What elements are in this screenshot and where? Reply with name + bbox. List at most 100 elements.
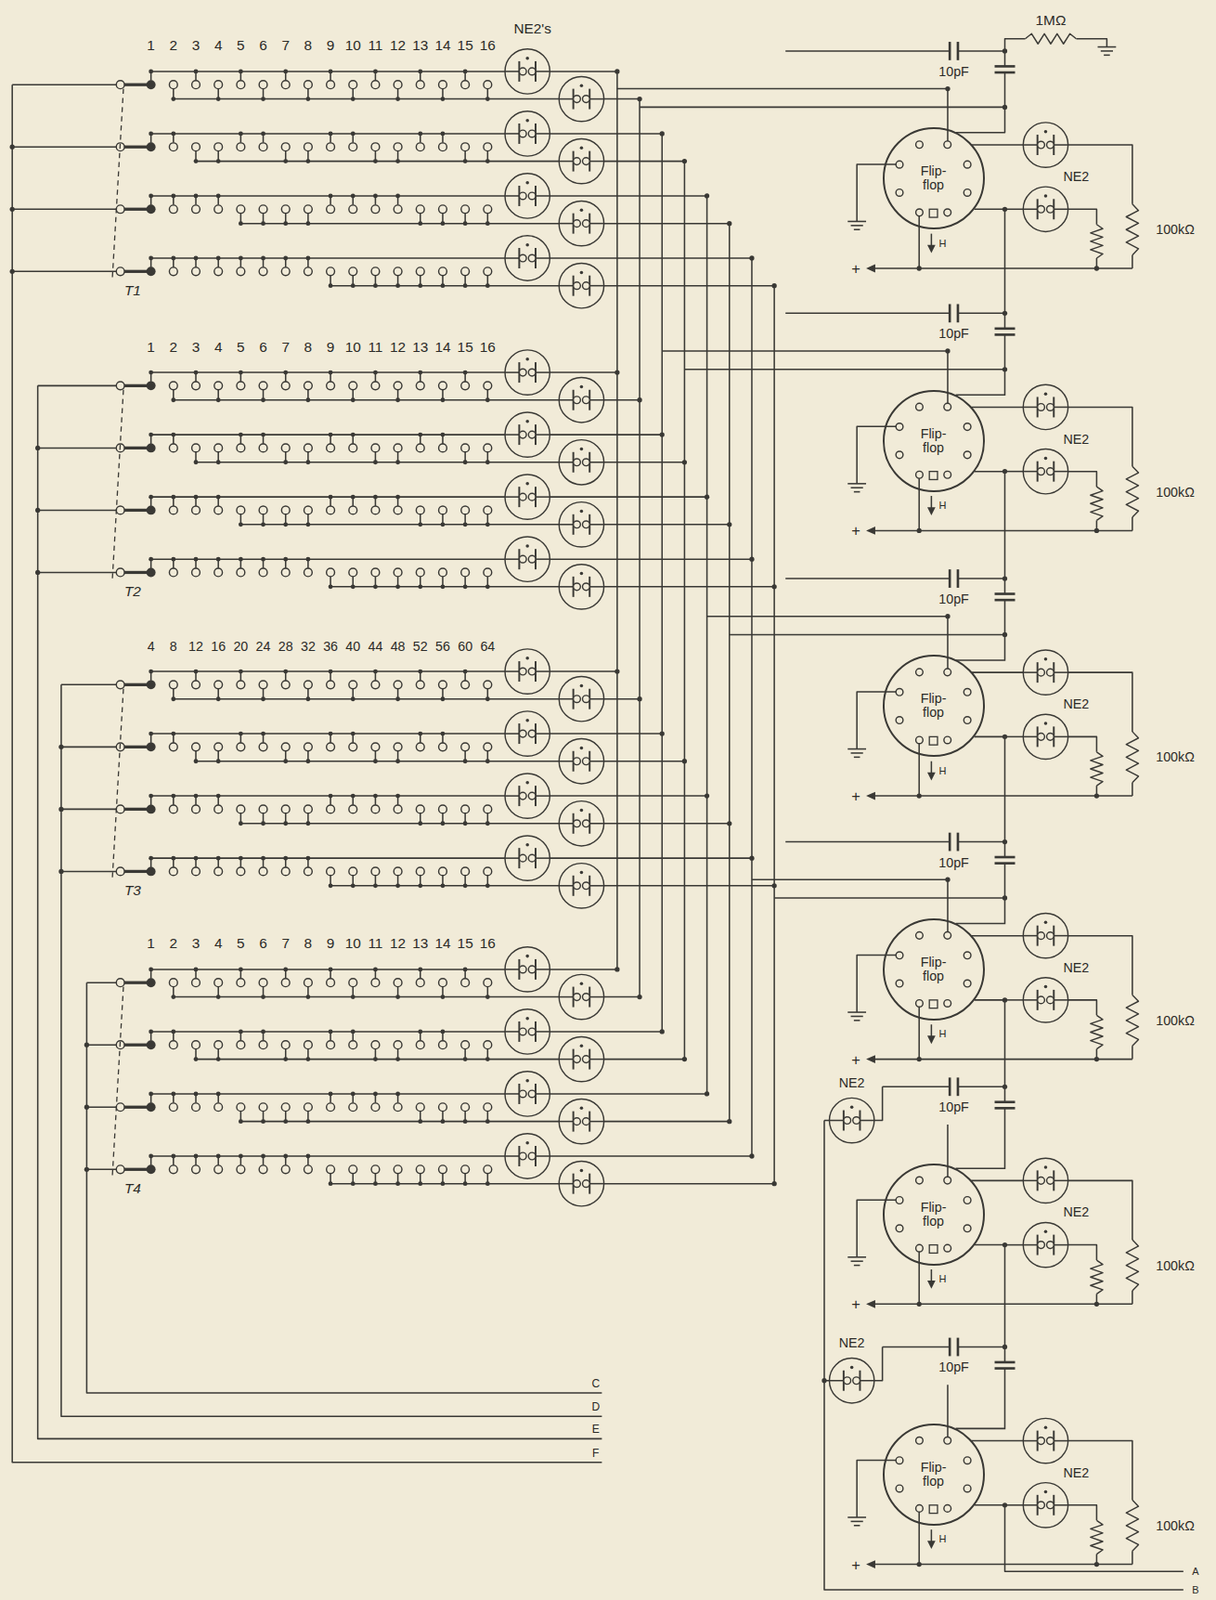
neon-lamp <box>504 412 550 457</box>
contact <box>281 1102 290 1112</box>
lamp-lead <box>1022 934 1037 937</box>
switch-name: T2 <box>124 584 142 599</box>
contact <box>326 267 336 276</box>
position-number: 3 <box>192 38 201 53</box>
contact <box>371 381 380 390</box>
wire <box>86 1105 117 1108</box>
lamp-electrode <box>518 1089 527 1098</box>
capacitor-symbol <box>957 832 960 852</box>
valve-label: Flip- flop <box>920 691 947 720</box>
junction-dot <box>1044 129 1048 134</box>
contact <box>461 804 470 814</box>
resistor-symbol <box>1024 33 1076 44</box>
capacitor-symbol <box>948 1337 952 1357</box>
contact <box>326 804 336 814</box>
contact <box>415 205 425 214</box>
resistor-symbol <box>1125 994 1139 1046</box>
capacitor-symbol <box>995 64 1016 68</box>
wire <box>1131 1290 1134 1304</box>
contact <box>439 443 448 453</box>
neon-lamp <box>1022 912 1068 958</box>
wire <box>549 371 618 374</box>
lamp-lead <box>504 794 519 797</box>
capacitor-symbol <box>995 598 1016 602</box>
contact <box>415 742 425 751</box>
wire <box>1131 517 1134 531</box>
junction-dot <box>373 882 378 888</box>
capacitor-symbol <box>948 569 952 588</box>
junction-dot <box>10 206 15 212</box>
junction-dot <box>580 509 584 514</box>
junction-dot <box>148 731 154 737</box>
lamp-lead <box>1053 1243 1068 1246</box>
junction-dot <box>283 855 288 861</box>
valve-label: Flip- flop <box>920 164 947 193</box>
wire <box>856 426 900 484</box>
contact <box>371 142 380 152</box>
switch-arm <box>123 1105 149 1109</box>
wire <box>824 1120 1184 1590</box>
lamp-electrode <box>853 1116 861 1125</box>
lamp-lead <box>1022 671 1037 673</box>
junction-dot <box>373 459 378 465</box>
junction-dot <box>260 220 266 226</box>
junction-dot <box>417 432 423 438</box>
contact <box>393 443 402 453</box>
lamp-lead <box>1053 934 1068 937</box>
valve-pin <box>963 1484 971 1492</box>
contact <box>461 568 470 577</box>
junction-dot <box>1044 456 1048 461</box>
junction-dot <box>216 793 221 799</box>
ground-symbol <box>851 486 864 489</box>
contact <box>393 267 402 276</box>
contact <box>258 381 268 390</box>
contact <box>461 1102 470 1112</box>
contact <box>304 742 313 751</box>
wire <box>604 698 640 700</box>
lamp-lead <box>589 1058 604 1061</box>
junction-dot <box>463 1118 468 1124</box>
contact <box>393 142 402 152</box>
junction-dot <box>35 445 40 451</box>
contact <box>371 866 380 876</box>
contact <box>281 866 290 876</box>
contact <box>349 1164 358 1174</box>
contact <box>483 978 492 987</box>
wire <box>946 89 949 145</box>
supply-sign: + <box>851 522 861 538</box>
contact <box>192 267 201 276</box>
junction-dot <box>1044 391 1048 396</box>
contact <box>304 804 313 814</box>
junction-dot <box>328 966 334 971</box>
valve-label: Flip- flop <box>920 955 947 984</box>
junction-dot <box>238 556 244 562</box>
valve-pin <box>916 1243 924 1252</box>
contact <box>415 80 425 90</box>
arrow-head <box>927 1280 936 1289</box>
junction-dot <box>283 370 288 376</box>
junction-dot <box>373 370 378 376</box>
contact <box>326 381 336 390</box>
junction-dot <box>580 870 584 875</box>
position-number: 15 <box>457 936 474 951</box>
lamp-electrode <box>518 853 527 862</box>
contact <box>349 267 358 276</box>
switch-pivot <box>116 267 125 276</box>
junction-dot <box>463 966 468 971</box>
contact <box>281 1164 290 1174</box>
contact <box>461 205 470 214</box>
coupling-wire <box>956 471 1006 660</box>
lamp-electrode <box>582 396 591 404</box>
contact <box>461 1164 470 1174</box>
contact <box>236 1164 246 1174</box>
junction-dot <box>580 84 584 89</box>
junction-dot <box>260 855 266 861</box>
contact <box>236 1102 246 1112</box>
lamp-electrode <box>582 881 591 890</box>
wire <box>856 691 900 750</box>
contact <box>258 1102 268 1112</box>
valve-pin <box>944 668 952 676</box>
resistor-value: 100kΩ <box>1155 1257 1195 1271</box>
junction-dot <box>283 521 288 527</box>
lamp-lead <box>504 194 519 197</box>
